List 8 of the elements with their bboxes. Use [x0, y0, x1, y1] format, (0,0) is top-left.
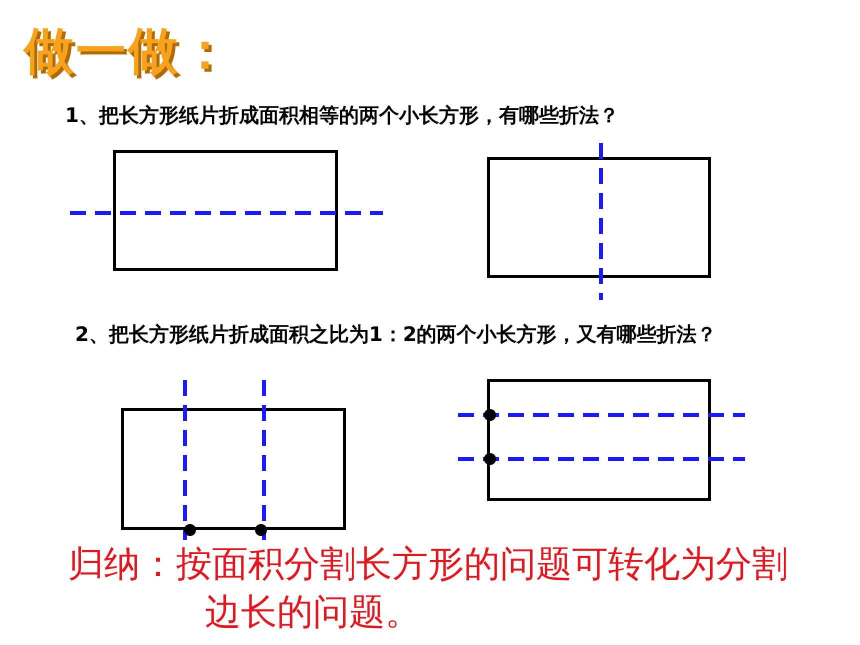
summary-text: 归纳：按面积分割长方形的问题可转化为分割边长的问题。: [68, 543, 789, 635]
question-text: 2、把长方形纸片折成面积之比为1：2的两个小长方形，又有哪些折法？: [75, 321, 718, 348]
rectangle: [487, 379, 711, 501]
question-text: 1、把长方形纸片折成面积相等的两个小长方形，有哪些折法？: [65, 102, 620, 129]
rectangle: [487, 157, 711, 278]
rectangle: [121, 408, 346, 530]
rectangle: [113, 150, 338, 271]
title: 做一做：: [24, 21, 232, 82]
